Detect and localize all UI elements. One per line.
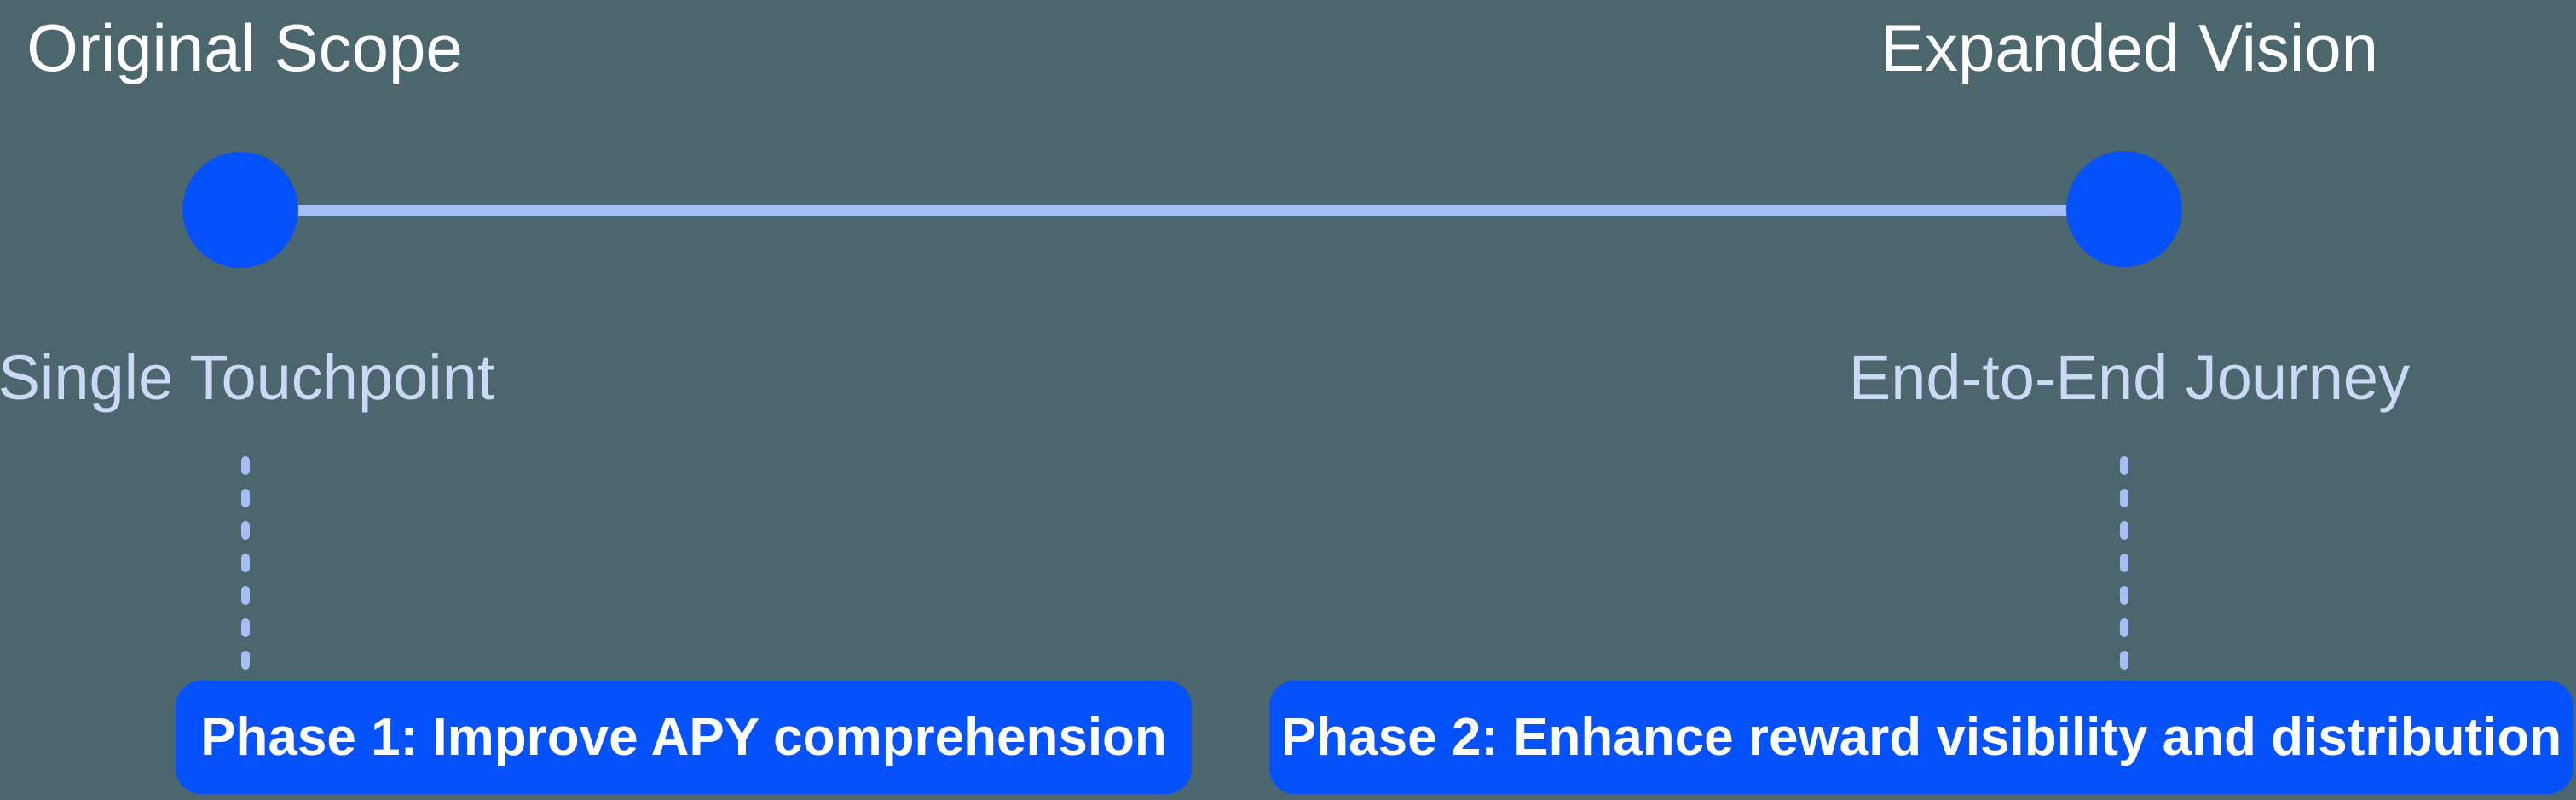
- dashed-connector-right: [2120, 456, 2128, 673]
- scope-end-subtitle: End-to-End Journey: [1848, 342, 2411, 413]
- timeline-end-dot: [2066, 151, 2182, 267]
- scope-end-title: Expanded Vision: [1880, 10, 2379, 85]
- dashed-connector-left: [241, 456, 250, 673]
- phase-1-label: Phase 1: Improve APY comprehension: [200, 708, 1167, 767]
- phase-2-chip: Phase 2: Enhance reward visibility and d…: [1269, 681, 2573, 794]
- phase-2-label: Phase 2: Enhance reward visibility and d…: [1280, 708, 2562, 767]
- scope-start-title: Original Scope: [26, 10, 463, 85]
- timeline-start-dot: [182, 152, 298, 268]
- scope-start-subtitle: Single Touchpoint: [0, 342, 495, 413]
- timeline-track: [240, 205, 2124, 216]
- phase-1-chip: Phase 1: Improve APY comprehension: [176, 681, 1192, 794]
